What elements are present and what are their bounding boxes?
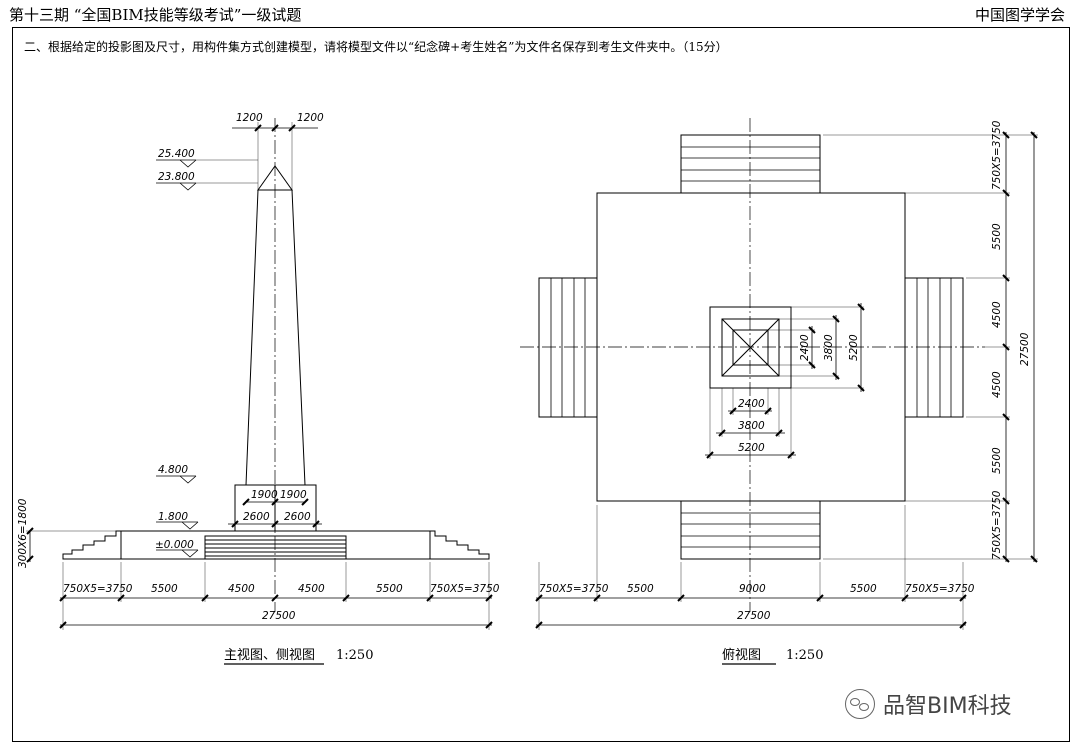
front-bottom-dim-4: 4500 [298, 583, 325, 595]
plan-inner-dim-5200: 5200 [738, 442, 765, 454]
front-bottom-dim-1: 750X5=3750 [63, 583, 133, 595]
plan-inner-vdim-2400: 2400 [799, 334, 811, 361]
plan-right-dim-3: 4500 [991, 301, 1003, 328]
drawing-frame [12, 27, 1070, 742]
elev-4800: 4.800 [158, 464, 188, 476]
front-bottom-dim-3: 4500 [228, 583, 255, 595]
top-dim-right: 1200 [297, 112, 324, 124]
pedestal-dim-1: 1900 [251, 489, 278, 501]
front-view [26, 118, 493, 665]
pedestal-dim-2: 1900 [280, 489, 307, 501]
elev-1800: 1.800 [158, 511, 188, 523]
plan-bottom-dim-4: 5500 [850, 583, 877, 595]
watermark-text: 品智BIM科技 [883, 694, 1012, 719]
elev-0000: ±0.000 [155, 539, 194, 551]
elev-23800: 23.800 [158, 171, 195, 183]
plan-inner-dim-3800: 3800 [738, 420, 765, 432]
plan-right-dim-1: 750X5=3750 [991, 120, 1003, 190]
front-view-title: 主视图、侧视图 [224, 648, 315, 663]
pedestal-dim-4: 2600 [284, 511, 311, 523]
plan-inner-vdim-5200: 5200 [848, 334, 860, 361]
plan-right-dim-6: 750X5=3750 [991, 490, 1003, 560]
plan-inner-dim-2400: 2400 [738, 398, 765, 410]
question-text: 二、根据给定的投影图及尺寸，用构件集方式创建模型，请将模型文件以“纪念碑+考生姓… [24, 40, 728, 54]
plan-bottom-dim-3: 9000 [739, 583, 766, 595]
header-title: 第十三期 “全国BIM技能等级考试”一级试题 [9, 6, 302, 24]
plan-view [520, 118, 1038, 665]
front-view-scale: 1:250 [336, 648, 373, 663]
top-dim-left: 1200 [236, 112, 263, 124]
watermark: 品智BIM科技 [845, 688, 1012, 720]
wechat-icon [845, 689, 875, 719]
front-bottom-dim-6: 750X5=3750 [430, 583, 500, 595]
front-bottom-dim-5: 5500 [376, 583, 403, 595]
plan-bottom-dim-1: 750X5=3750 [539, 583, 609, 595]
header-org: 中国图学学会 [974, 6, 1065, 24]
plan-inner-vdim-3800: 3800 [823, 334, 835, 361]
plan-right-dim-2: 5500 [991, 223, 1003, 250]
front-total-dim: 27500 [262, 610, 296, 622]
plan-bottom-dim-2: 5500 [627, 583, 654, 595]
plan-total-dim: 27500 [737, 610, 771, 622]
plan-right-dim-5: 5500 [991, 447, 1003, 474]
elev-25400: 25.400 [158, 148, 195, 160]
plan-bottom-dim-5: 750X5=3750 [905, 583, 975, 595]
plan-view-scale: 1:250 [786, 648, 823, 663]
pedestal-dim-3: 2600 [243, 511, 270, 523]
plan-right-dim-4: 4500 [991, 371, 1003, 398]
front-bottom-dim-2: 5500 [151, 583, 178, 595]
step-height-dim: 300X6=1800 [17, 498, 29, 568]
plan-view-title: 俯视图 [722, 647, 761, 663]
plan-right-total-dim: 27500 [1019, 332, 1031, 366]
